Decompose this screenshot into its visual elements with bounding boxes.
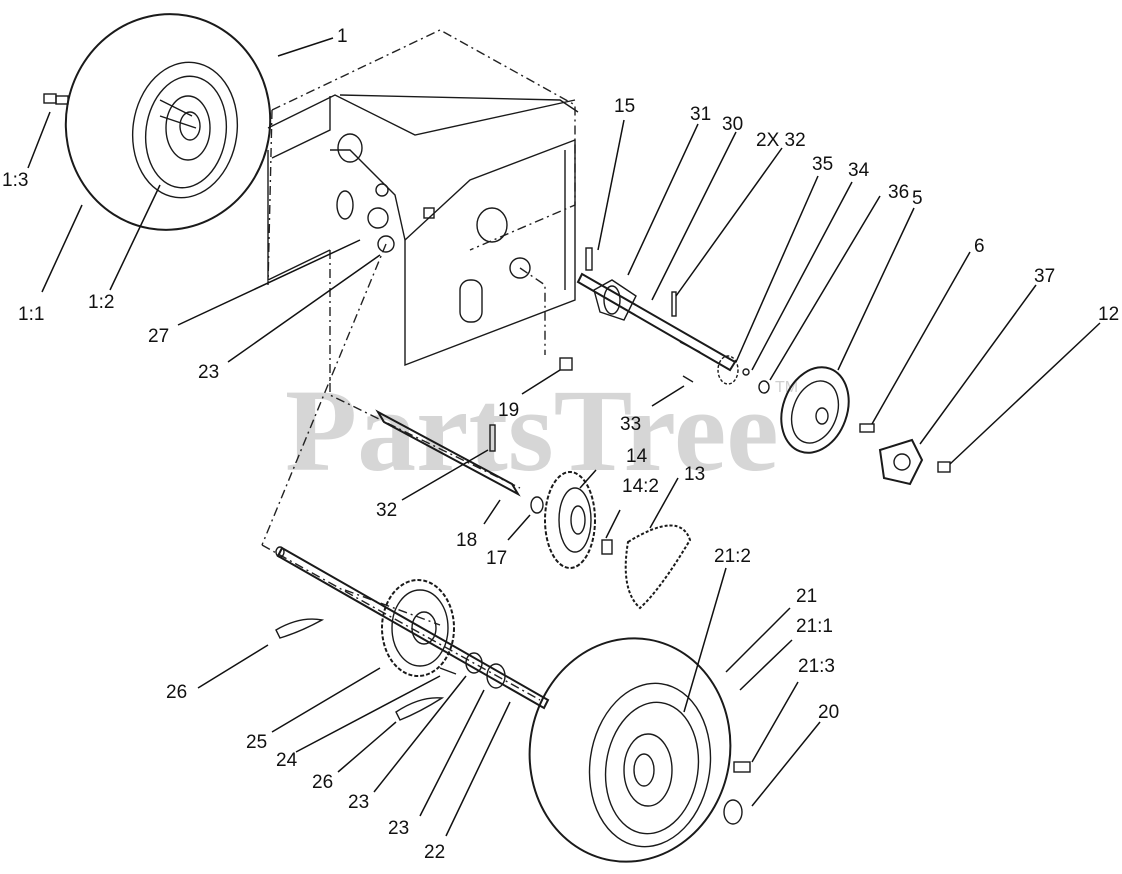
- callout-19: 19: [498, 400, 519, 421]
- callout-25: 25: [246, 732, 267, 753]
- upper-shaft-assembly: [576, 247, 770, 394]
- spacers-23: [439, 652, 506, 689]
- callout-20: 20: [818, 702, 839, 723]
- callout-27: 27: [148, 326, 169, 347]
- callout-21-2: 21:2: [714, 546, 751, 567]
- bolt-1-3: [43, 93, 69, 105]
- bolt-21-3: [733, 761, 751, 773]
- callout-14-2: 14:2: [622, 476, 659, 497]
- callout-23-lower-b: 23: [388, 818, 409, 839]
- callout-37: 37: [1034, 266, 1055, 287]
- bolt-19: [519, 267, 573, 371]
- sprocket-14: [544, 471, 596, 569]
- chain-13: [624, 524, 692, 610]
- wheel-lower-right: [528, 637, 732, 863]
- bracket-37: [878, 438, 924, 486]
- callout-23-upper: 23: [198, 362, 219, 383]
- callout-36: 36: [888, 182, 909, 203]
- callout-1-2: 1:2: [88, 292, 114, 313]
- callout-26-lower: 26: [312, 772, 333, 793]
- pulley-5: [780, 366, 850, 454]
- callout-24: 24: [276, 750, 298, 771]
- callout-17: 17: [486, 548, 507, 569]
- callout-32: 32: [376, 500, 397, 521]
- watermark: PartsTree TM: [285, 365, 798, 496]
- gear-25: [381, 579, 455, 677]
- callout-26-upper: 26: [166, 682, 187, 703]
- callout-34: 34: [848, 160, 870, 181]
- bolt-12: [937, 461, 951, 473]
- callout-12: 12: [1098, 304, 1119, 325]
- callout-labels: 1 1:3 1:1 1:2 27 23 15 31 30 2X 32 35 34…: [2, 26, 1119, 863]
- callout-33: 33: [620, 414, 641, 435]
- callout-1-3: 1:3: [2, 170, 28, 191]
- callout-21: 21: [796, 586, 817, 607]
- watermark-text: PartsTree: [285, 365, 779, 496]
- callout-14: 14: [626, 446, 648, 467]
- shaft-18: [375, 409, 521, 497]
- wheel-upper-left: [64, 13, 272, 231]
- callout-21-3: 21:3: [798, 656, 835, 677]
- washer-17: [530, 496, 544, 514]
- callout-31: 31: [690, 104, 711, 125]
- alignment-lines: [261, 243, 541, 701]
- callout-5: 5: [912, 188, 923, 209]
- callout-2x32: 2X 32: [756, 130, 806, 151]
- callout-30: 30: [722, 114, 743, 135]
- callout-1: 1: [337, 26, 348, 47]
- callout-6: 6: [974, 236, 985, 257]
- hairpin-26-upper: [275, 618, 325, 639]
- bushing-14-2: [601, 539, 613, 555]
- callout-15: 15: [614, 96, 635, 117]
- clip-20: [723, 799, 743, 825]
- frame-housing: [267, 29, 579, 367]
- callout-35: 35: [812, 154, 833, 175]
- callout-23-lower-a: 23: [348, 792, 369, 813]
- axle-22: [275, 546, 550, 710]
- callout-18: 18: [456, 530, 477, 551]
- leader-lines: [27, 37, 1101, 837]
- callout-22: 22: [424, 842, 445, 863]
- callout-1-1: 1:1: [18, 304, 44, 325]
- hairpin-26-lower: [395, 697, 445, 721]
- callout-21-1: 21:1: [796, 616, 833, 637]
- bolt-6: [859, 423, 875, 433]
- callout-13: 13: [684, 464, 705, 485]
